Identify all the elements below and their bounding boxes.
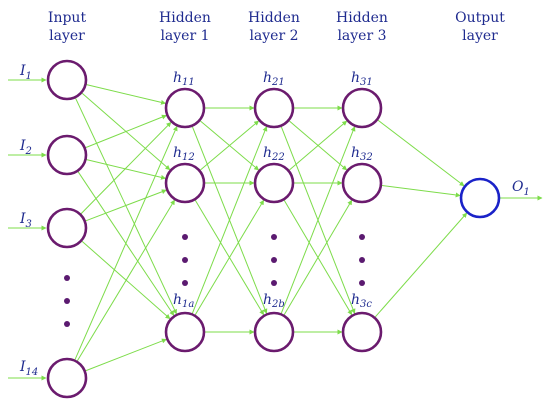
ellipsis-dot	[182, 234, 188, 240]
connection-edge	[288, 120, 348, 172]
hidden-layer-3-title: Hidden layer 3	[336, 10, 388, 44]
ellipsis-dot	[359, 280, 365, 286]
label-hidden3-2: h32	[351, 145, 373, 163]
ellipsis-dot	[359, 234, 365, 240]
connection-edges	[74, 83, 468, 372]
connection-edge	[280, 126, 356, 315]
input-neuron-1	[46, 59, 88, 101]
hidden-layer-2	[253, 87, 295, 353]
label-hidden2-b: h2b	[263, 292, 285, 310]
hidden-layer-1	[164, 87, 206, 353]
connection-edge	[76, 199, 176, 362]
label-hidden1-a: h1a	[173, 292, 194, 310]
hidden3-neuron-c	[341, 311, 383, 353]
ellipsis-dot	[271, 234, 277, 240]
ellipsis-dot	[64, 275, 70, 281]
svg-text:layer: layer	[49, 28, 85, 44]
input-neuron-2	[46, 134, 88, 176]
input-neuron-14	[46, 357, 88, 399]
ellipsis-dot	[182, 280, 188, 286]
label-input-3: I3	[19, 211, 32, 230]
connection-edge	[79, 121, 172, 215]
label-input-2: I2	[19, 138, 32, 157]
connection-edge	[84, 114, 167, 149]
connection-edge	[191, 126, 268, 315]
connection-edge	[84, 189, 167, 222]
svg-text:Hidden: Hidden	[159, 10, 211, 26]
input-layer	[46, 59, 88, 399]
hidden2-labels: h21 h22 h2b	[263, 70, 285, 310]
connection-edge	[194, 199, 265, 316]
input-layer-title: Input layer	[48, 10, 87, 44]
ellipsis-dot	[271, 257, 277, 263]
ellipsis-dot	[271, 280, 277, 286]
connection-edge	[288, 119, 348, 171]
connection-edge	[199, 120, 260, 172]
svg-text:Hidden: Hidden	[248, 10, 300, 26]
svg-text:Input: Input	[48, 10, 87, 26]
connection-edge	[80, 240, 171, 320]
label-output-1: O1	[512, 179, 530, 198]
hidden3-neuron-1	[341, 87, 383, 129]
connection-edge	[283, 199, 353, 316]
connection-edge	[74, 125, 178, 361]
hidden1-neuron-2	[164, 162, 206, 204]
connection-edge	[380, 184, 461, 198]
label-hidden1-2: h12	[173, 145, 195, 163]
connection-edge	[376, 119, 465, 187]
connection-edge	[199, 119, 260, 171]
input-labels: I1 I2 I3 I14	[19, 63, 38, 378]
ellipsis-dot	[64, 321, 70, 327]
label-hidden2-1: h21	[263, 70, 285, 88]
input-neuron-3	[46, 207, 88, 249]
hidden1-neuron-1	[164, 87, 206, 129]
label-input-1: I1	[19, 63, 32, 82]
svg-text:layer 3: layer 3	[337, 28, 386, 44]
label-hidden3-c: h3c	[351, 292, 372, 310]
label-input-14: I14	[19, 359, 38, 378]
ellipsis-dot	[359, 257, 365, 263]
output-layer-title: Output layer	[455, 10, 505, 44]
hidden1-neuron-a	[164, 311, 206, 353]
hidden2-neuron-1	[253, 87, 295, 129]
label-hidden1-1: h11	[173, 70, 195, 88]
hidden-layer-2-title: Hidden layer 2	[248, 10, 300, 44]
output-neuron	[459, 177, 501, 219]
hidden3-neuron-2	[341, 162, 383, 204]
hidden2-neuron-2	[253, 162, 295, 204]
connection-edge	[85, 83, 166, 105]
svg-text:layer 2: layer 2	[249, 28, 298, 44]
svg-text:Hidden: Hidden	[336, 10, 388, 26]
ellipsis-dot	[182, 257, 188, 263]
label-hidden3-1: h31	[351, 70, 373, 88]
hidden3-labels: h31 h32 h3c	[351, 70, 373, 310]
svg-text:layer 1: layer 1	[160, 28, 209, 44]
svg-text:Output: Output	[455, 10, 505, 26]
hidden-layer-3	[341, 87, 383, 353]
ellipsis-dot	[64, 298, 70, 304]
connection-edge	[84, 338, 167, 372]
label-hidden2-2: h22	[263, 145, 285, 163]
connection-edge	[374, 212, 468, 319]
hidden-layer-1-title: Hidden layer 1	[159, 10, 211, 44]
hidden1-labels: h11 h12 h1a	[173, 70, 195, 310]
hidden2-neuron-b	[253, 311, 295, 353]
svg-text:layer: layer	[462, 28, 498, 44]
input-arrows	[8, 77, 47, 381]
